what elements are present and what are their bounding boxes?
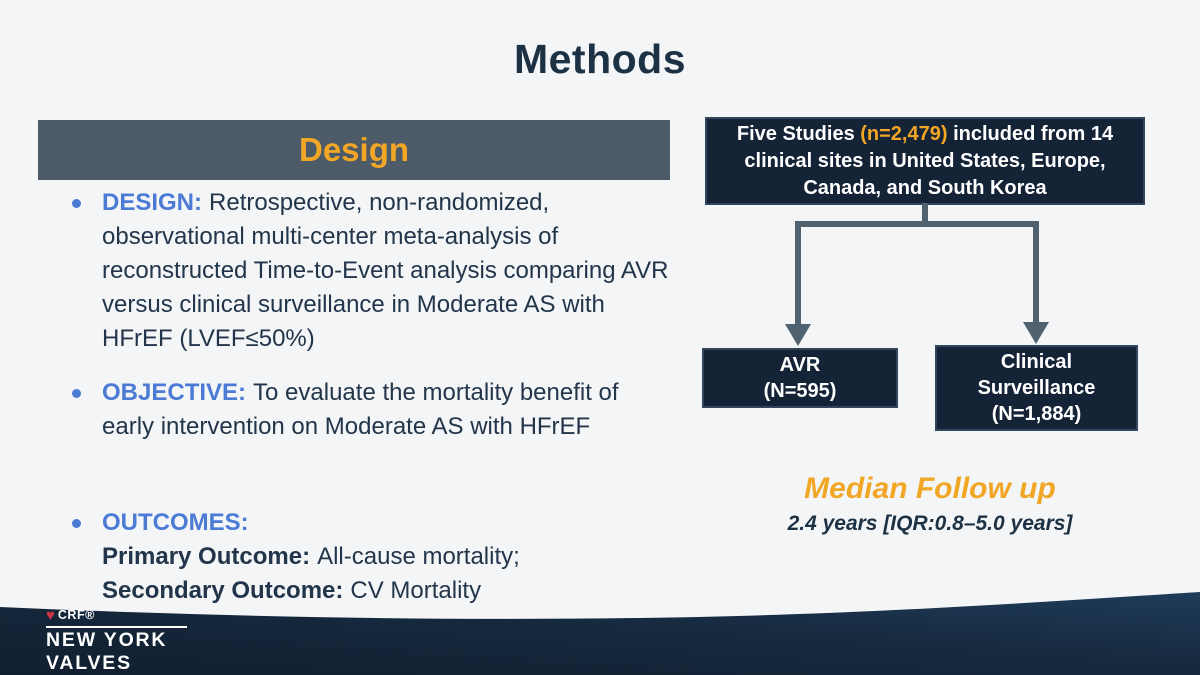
bullet-design: DESIGN:Retrospective, non-randomized, ob… (72, 186, 674, 356)
primary-outcome-value: All-cause mortality; (317, 543, 520, 570)
studies-n-highlight: (n=2,479) (860, 122, 948, 145)
brand-new-york: NEW YORK (46, 629, 168, 651)
flowchart-connector-arrows (785, 203, 1049, 346)
studies-text-pre: Five Studies (736, 122, 861, 145)
bullet-outcomes: OUTCOMES: Primary Outcome:All-cause mort… (72, 506, 674, 608)
secondary-outcome-line: Secondary Outcome:CV Mortality (102, 574, 674, 608)
design-panel-title: Design (298, 131, 410, 168)
crf-label: CRF® (57, 608, 95, 623)
bullet-objective: OBJECTIVE:To evaluate the mortality bene… (72, 376, 674, 444)
flowchart-avr-box: AVR (N=595) (702, 348, 898, 408)
slide-title: Methods (513, 36, 687, 82)
secondary-outcome-lead: Secondary Outcome: (102, 577, 344, 604)
avr-n: (N=595) (763, 380, 837, 402)
crf-nyv-logo: ♥ CRF® NEW YORK VALVES THE STRUCTURAL HE… (46, 608, 190, 675)
bullet-icon (72, 519, 81, 528)
bullet-objective-text: OBJECTIVE:To evaluate the mortality bene… (102, 376, 674, 444)
footer-band (0, 592, 1200, 675)
surveillance-label-1: Clinical (1000, 351, 1073, 373)
primary-outcome-line: Primary Outcome:All-cause mortality; (102, 540, 674, 574)
surveillance-n: (N=1,884) (991, 403, 1082, 425)
heart-icon: ♥ (46, 607, 55, 624)
design-panel-header: Design (38, 120, 670, 180)
design-label: DESIGN: (102, 189, 203, 216)
flowchart-surveillance-box: Clinical Surveillance (N=1,884) (935, 345, 1138, 431)
outcomes-label: OUTCOMES: (102, 509, 249, 536)
bullet-design-text: DESIGN:Retrospective, non-randomized, ob… (102, 186, 674, 356)
flowchart-studies-box: Five Studies (n=2,479) included from 14 … (705, 117, 1145, 205)
median-followup-value: 2.4 years [IQR:0.8–5.0 years] (787, 512, 1073, 535)
secondary-outcome-value: CV Mortality (350, 577, 482, 604)
bullet-outcomes-text: OUTCOMES: Primary Outcome:All-cause mort… (102, 506, 674, 608)
objective-label: OBJECTIVE: (102, 379, 247, 406)
surveillance-label-2: Surveillance (977, 377, 1096, 399)
bullet-icon (72, 199, 81, 208)
design-body: Retrospective, non-randomized, observati… (102, 189, 669, 352)
bullet-icon (72, 389, 81, 398)
primary-outcome-lead: Primary Outcome: (102, 543, 311, 570)
median-followup-title: Median Follow up (804, 472, 1056, 505)
objective-body: To evaluate the mortality benefit of ear… (102, 379, 619, 440)
logo-divider (46, 626, 187, 628)
studies-text-post: included from 14 clinical sites in Unite… (744, 122, 1114, 199)
crf-row: ♥ CRF® (46, 608, 190, 623)
studies-box-text: Five Studies (n=2,479) included from 14 … (707, 121, 1143, 202)
brand-valves: VALVES (46, 651, 132, 674)
avr-label: AVR (779, 354, 821, 376)
